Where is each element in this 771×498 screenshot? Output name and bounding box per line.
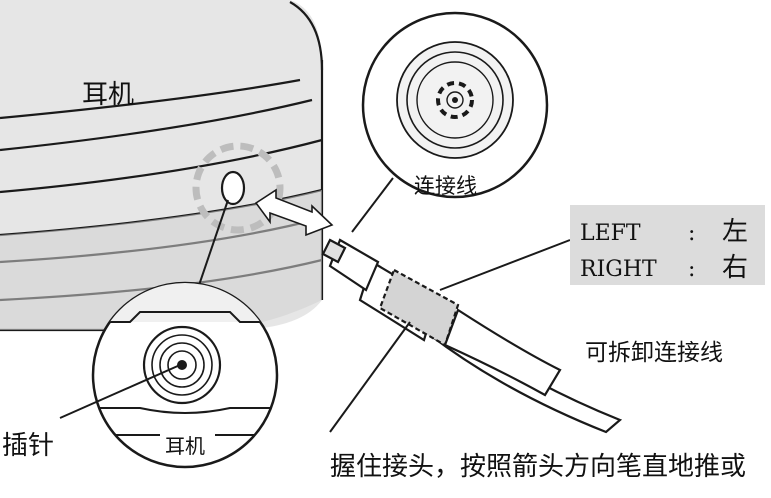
cable-plug-inset — [361, 11, 549, 199]
earphone-label: 耳机 — [82, 80, 135, 110]
left-right-label-box: LEFT: 左 RIGHT: 右 — [570, 205, 765, 285]
left-separator: : — [688, 221, 696, 246]
detachable-cable-label: 可拆卸连接线 — [585, 340, 723, 366]
housing-shadow — [0, 190, 322, 330]
left-key: LEFT — [580, 221, 641, 246]
right-row: RIGHT: 右 — [580, 247, 748, 284]
pin-leader-line — [59, 364, 181, 419]
leader-line — [195, 199, 229, 295]
plug-leader-line — [351, 177, 394, 233]
grip-leader-line — [329, 321, 411, 433]
earphone-inset-label: 耳机 — [165, 434, 205, 458]
right-separator: : — [688, 257, 696, 282]
right-key: RIGHT — [580, 257, 657, 282]
left-row: LEFT: 左 — [580, 211, 748, 248]
push-pull-arrow-icon — [254, 188, 334, 237]
right-value: 右 — [722, 253, 749, 283]
detachable-cable — [321, 238, 623, 434]
pin-label: 插针 — [2, 431, 55, 461]
left-value: 左 — [722, 217, 749, 247]
cable-label: 连接线 — [414, 174, 477, 198]
instruction-text: 握住接头，按照箭头方向笔直地推或 — [330, 452, 747, 482]
housing-socket — [192, 142, 284, 234]
lr-leader-line — [439, 239, 571, 291]
